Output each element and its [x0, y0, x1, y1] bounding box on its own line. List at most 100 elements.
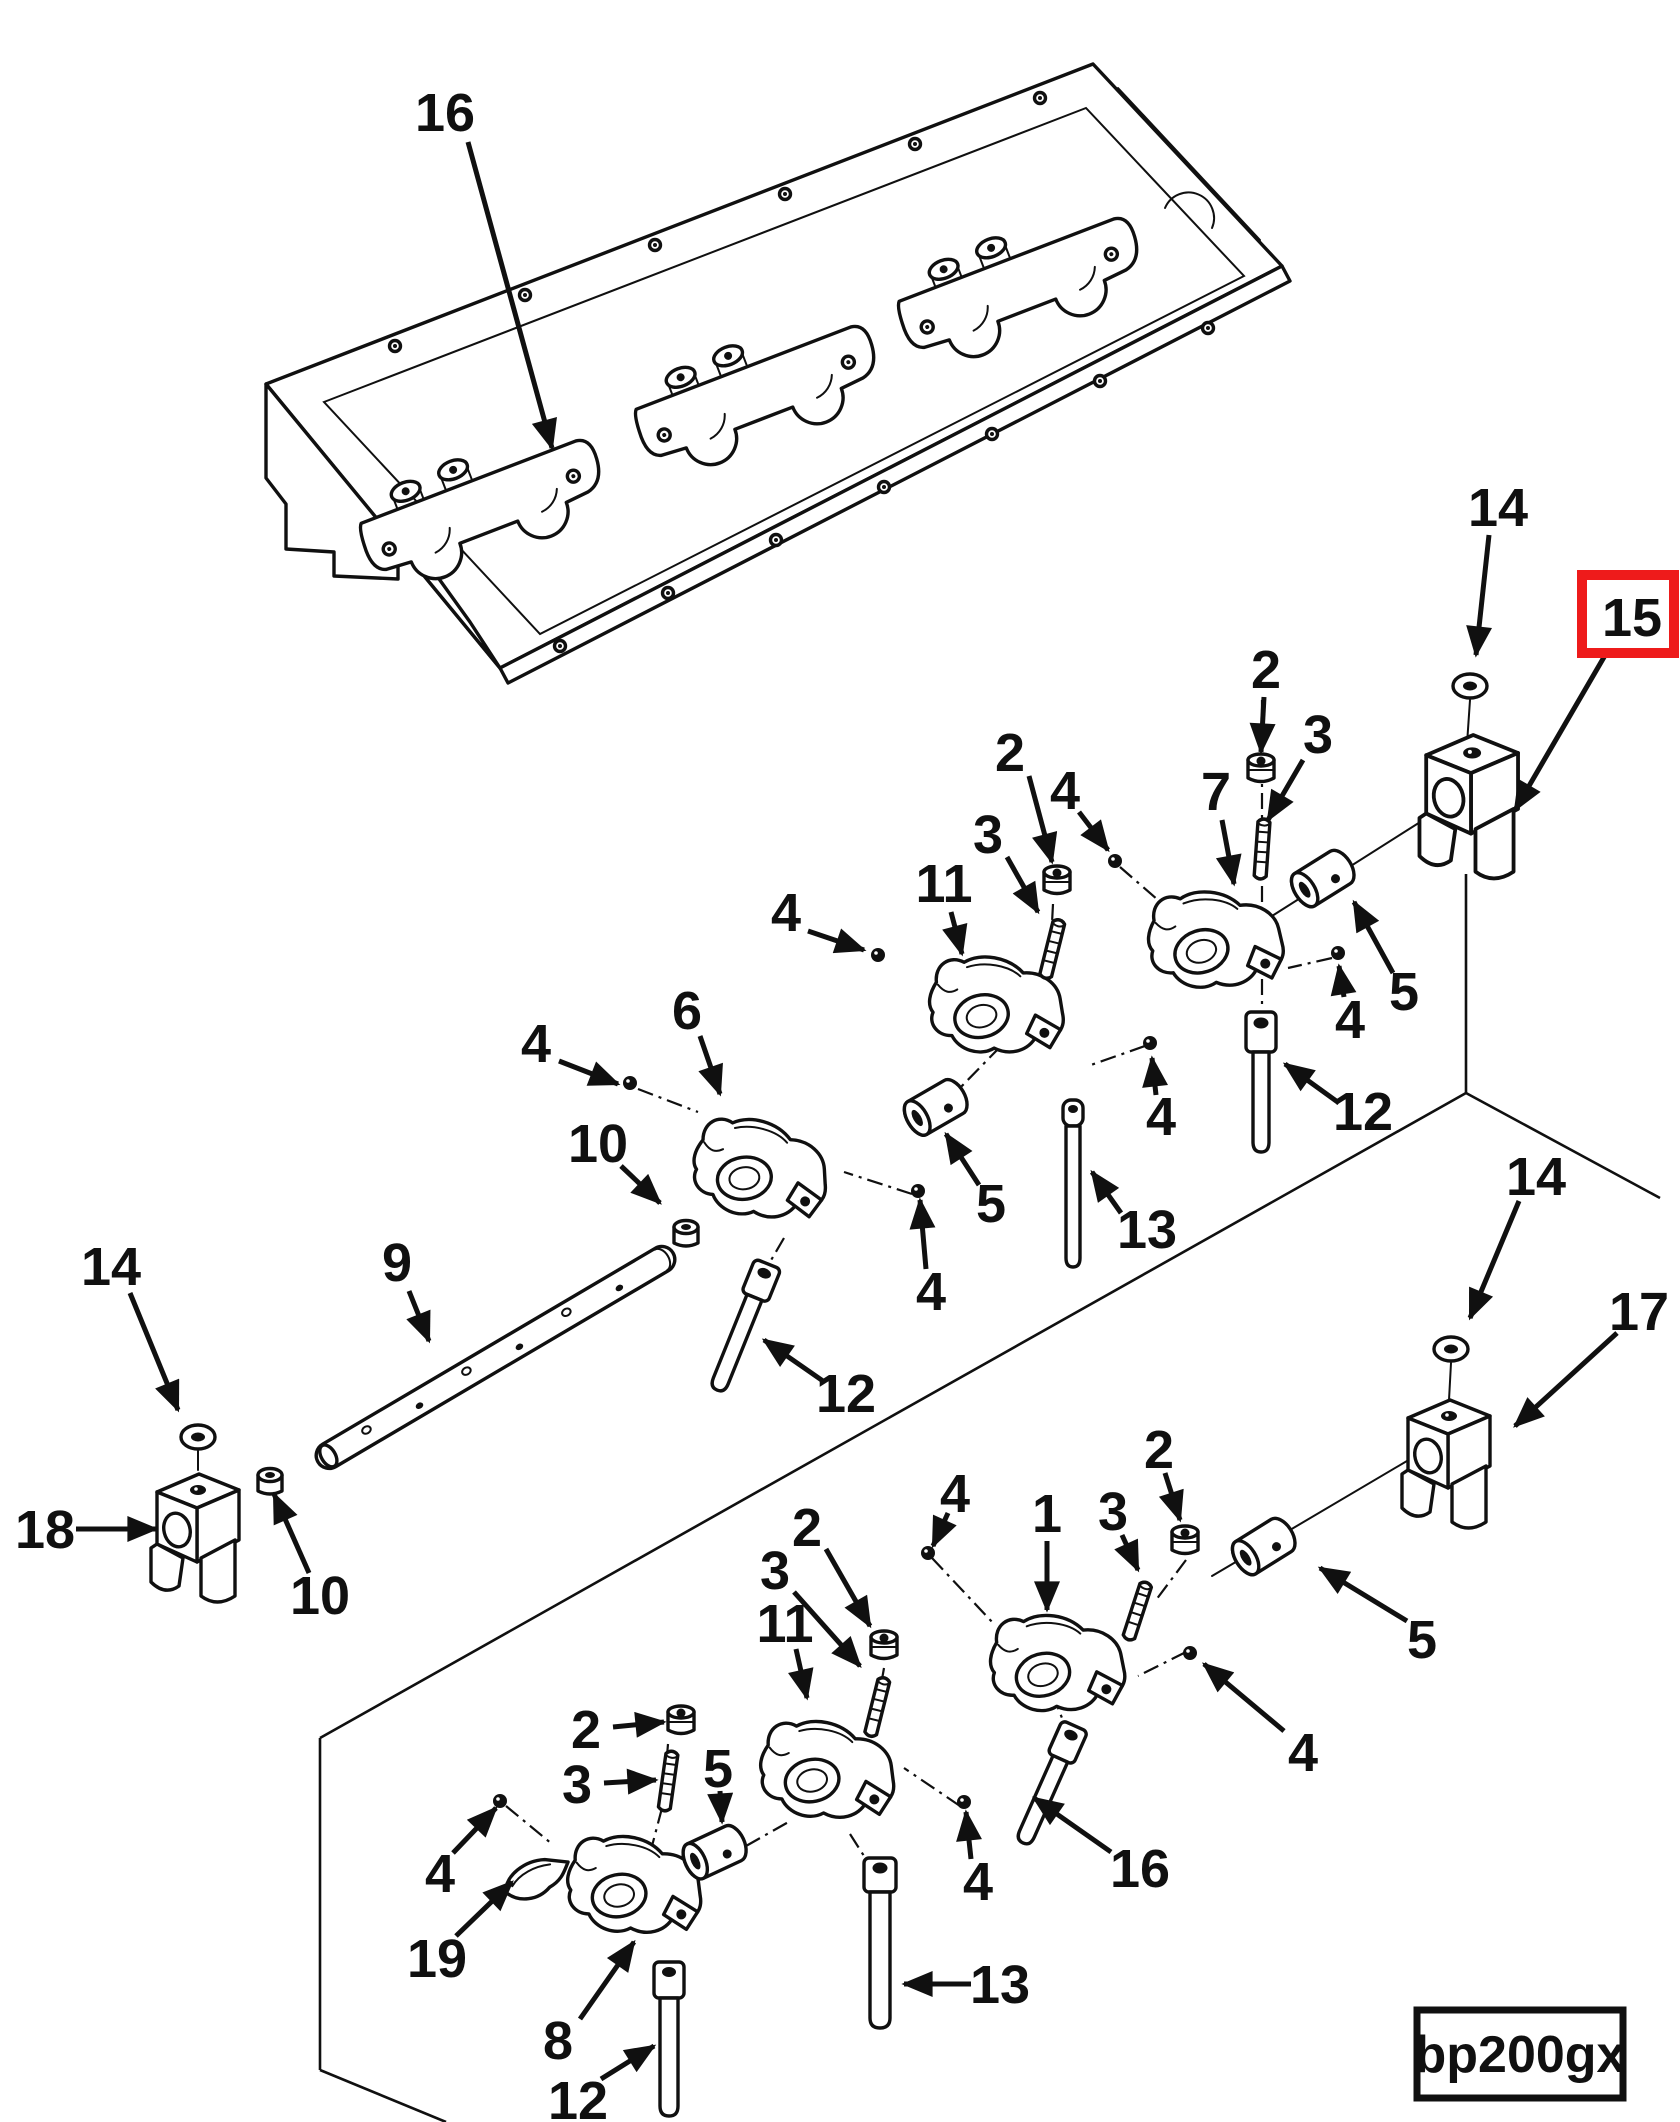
adjusting-screw-part-3 [1037, 916, 1068, 982]
callout-label-16: 16 [1110, 1839, 1170, 1899]
rocker-shaft-part-9 [314, 1244, 677, 1471]
callout-label-4: 4 [1050, 761, 1080, 821]
callout-arrow-2 [1026, 775, 1058, 865]
callout-arrow-3 [792, 1590, 862, 1668]
callout-arrow-11 [942, 911, 968, 957]
callout-label-5: 5 [1389, 962, 1419, 1022]
callout-arrow-6 [697, 1035, 723, 1097]
callout-arrow-4 [956, 1809, 982, 1860]
rocker-arm-part-11 [747, 1706, 909, 1840]
callout-label-2: 2 [571, 1700, 601, 1760]
callout-label-4: 4 [1146, 1087, 1176, 1147]
ball-part-4 [911, 1184, 925, 1198]
callout-label-12: 12 [816, 1364, 876, 1424]
callout-arrow-16 [1031, 1795, 1113, 1855]
push-tube-part-13 [862, 1856, 898, 2030]
callout-arrow-2 [1158, 1472, 1184, 1523]
callout-label-6: 6 [672, 981, 702, 1041]
push-tube-part-12 [1244, 1010, 1278, 1154]
callout-arrow-5 [943, 1131, 982, 1187]
callout-label-11: 11 [756, 1594, 813, 1654]
callout-arrow-4 [1077, 810, 1110, 853]
ball-part-4 [871, 948, 885, 962]
callout-arrow-14 [1466, 534, 1493, 658]
callout-label-3: 3 [973, 805, 1003, 865]
ball-part-4 [1108, 854, 1122, 868]
rocker-arm-part-7 [1139, 881, 1294, 1003]
callout-arrow-10 [619, 1164, 662, 1205]
ball-part-4 [1331, 946, 1345, 960]
nut-part-2 [1170, 1524, 1200, 1556]
callout-arrow-8 [577, 1939, 637, 2021]
ball-part-4 [1183, 1646, 1197, 1660]
callout-label-2: 2 [792, 1498, 822, 1558]
adjusting-screw-part-3 [656, 1748, 681, 1814]
callout-label-12: 12 [1333, 1082, 1393, 1142]
bushing-part-5 [897, 1073, 975, 1142]
callout-label-5: 5 [976, 1174, 1006, 1234]
callout-label-12: 12 [548, 2071, 608, 2122]
adjusting-screw-part-3 [862, 1674, 893, 1740]
callout-label-4: 4 [1335, 990, 1365, 1050]
callout-arrow-5 [1351, 899, 1396, 975]
nut-part-10 [672, 1218, 700, 1248]
shaft-support-part-17 [1400, 1398, 1492, 1530]
washer-part-14 [1432, 1335, 1470, 1363]
callout-arrow-5 [1317, 1565, 1409, 1624]
reference-plane-edges [318, 874, 1661, 2122]
callout-label-4: 4 [963, 1852, 993, 1912]
callout-label-3: 3 [760, 1541, 790, 1601]
clamp-part-19 [498, 1851, 577, 1906]
callout-label-13: 13 [970, 1955, 1030, 2015]
callout-label-9: 9 [382, 1233, 412, 1293]
callout-arrow-7 [1215, 819, 1242, 887]
callout-arrow-14 [127, 1292, 181, 1413]
callout-label-11: 11 [915, 854, 972, 914]
callout-arrow-3 [603, 1768, 659, 1795]
bushing-part-5 [1284, 843, 1362, 913]
callout-label-16: 16 [415, 83, 475, 143]
callout-label-3: 3 [1303, 705, 1333, 765]
callout-label-3: 3 [562, 1755, 592, 1815]
callout-label-4: 4 [1288, 1723, 1318, 1783]
callout-label-14: 14 [81, 1237, 141, 1297]
callout-arrow-9 [406, 1290, 432, 1344]
callout-arrow-3 [1114, 1533, 1141, 1573]
callout-arrow-13 [1089, 1169, 1124, 1215]
callout-label-10: 10 [290, 1566, 350, 1626]
callout-arrow-4 [451, 1806, 498, 1855]
bushing-part-5 [1225, 1511, 1303, 1581]
callout-arrow-4 [909, 1197, 936, 1270]
callout-arrow-4 [1142, 1055, 1168, 1096]
push-tube-part-12 [710, 1258, 782, 1393]
callout-label-13: 13 [1117, 1200, 1177, 1260]
callout-label-14: 14 [1468, 478, 1528, 538]
parts-layer [149, 672, 1520, 2118]
callout-arrow-4 [558, 1058, 621, 1087]
rocker-housing-part-16 [264, 62, 1292, 685]
callout-label-17: 17 [1609, 1282, 1669, 1342]
callout-label-5: 5 [1407, 1610, 1437, 1670]
callout-arrow-16 [465, 141, 557, 451]
ball-part-4 [493, 1794, 507, 1808]
callout-arrow-4 [1330, 963, 1357, 998]
ball-part-4 [1143, 1036, 1157, 1050]
callout-label-2: 2 [1251, 640, 1281, 700]
adjusting-screw-part-3 [1120, 1578, 1155, 1644]
shaft-support-part-18 [149, 1472, 241, 1604]
ball-part-4 [957, 1795, 971, 1809]
highlight-box-15 [1577, 570, 1679, 658]
ball-part-4 [921, 1546, 935, 1560]
callout-arrow-4 [1202, 1662, 1286, 1733]
callout-label-4: 4 [425, 1844, 455, 1904]
ball-part-4 [623, 1076, 637, 1090]
callout-label-15: 15 [1602, 588, 1662, 648]
callout-arrow-19 [454, 1880, 514, 1938]
nut-part-2 [1042, 864, 1072, 896]
callout-arrow-5 [707, 1790, 734, 1825]
callout-arrow-12 [599, 2043, 657, 2082]
callout-label-8: 8 [543, 2011, 573, 2071]
